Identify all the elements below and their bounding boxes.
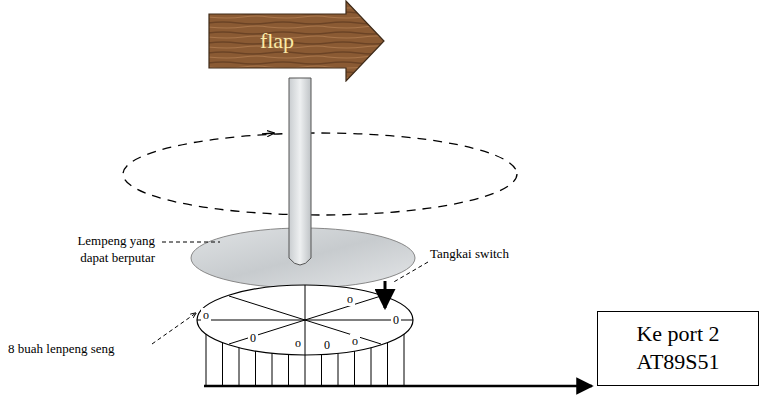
vane-pole [289,78,311,265]
leader-line [162,242,220,243]
switch-arm [384,281,387,308]
port-label: Ke port 2 AT89S51 [602,320,754,376]
part-label: Tangkai switch [430,246,550,262]
contact-mark: o [201,308,211,322]
sector-lines [197,285,413,355]
part-label: 8 buah lenpeng seng [8,341,153,357]
port-box: Ke port 2 AT89S51 [597,311,759,386]
contact-mark: 0 [248,331,258,345]
flap-arrow: flap [208,0,386,82]
rotation-arrow [262,133,274,134]
contact-mark: o [293,336,303,350]
contact-ring [197,285,413,355]
contact-mark: 0 [391,313,401,327]
leader-line [392,262,428,283]
contact-wires [206,334,404,386]
rotation-path [123,133,517,215]
flap-label: flap [208,28,346,54]
contact-mark: o [345,292,355,306]
flap-outline [209,1,384,81]
bus-arrow [204,385,592,388]
leader-line [152,313,196,344]
flap-shape [208,0,386,82]
contact-mark: 0 [322,338,332,352]
part-label: Lempeng yang dapat berputar [55,232,155,266]
contact-mark: o [350,334,360,348]
